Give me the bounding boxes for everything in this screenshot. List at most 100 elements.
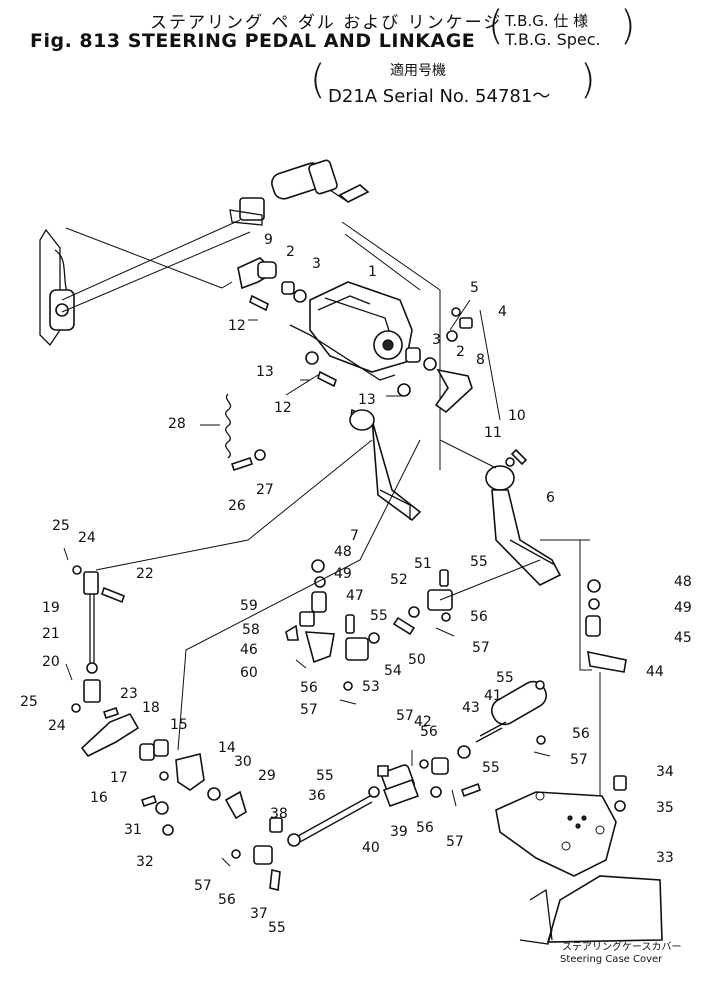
callout: 30: [234, 754, 252, 770]
callout: 29: [258, 768, 276, 784]
callout: 56: [420, 724, 438, 740]
callout: 48: [674, 574, 692, 590]
callout: 34: [656, 764, 674, 780]
callout: 25: [20, 694, 38, 710]
callout: 49: [674, 600, 692, 616]
callout: 27: [256, 482, 274, 498]
callout: 40: [362, 840, 380, 856]
callout: 54: [384, 663, 402, 679]
callout: 19: [42, 600, 60, 616]
callout: 21: [42, 626, 60, 642]
callout: 46: [240, 642, 258, 658]
callout: 57: [472, 640, 490, 656]
callout: 32: [136, 854, 154, 870]
callout: 39: [390, 824, 408, 840]
callout: 13: [256, 364, 274, 380]
pedal-housing: [289, 221, 441, 470]
callout: 51: [414, 556, 432, 572]
callout: 1: [368, 264, 377, 280]
upper-linkage-assembly: [39, 159, 370, 347]
left-rod-assembly: [63, 547, 247, 836]
callout: 44: [646, 664, 664, 680]
callout: 4: [498, 304, 507, 320]
callout: 10: [508, 408, 526, 424]
right-bracket-assembly: [495, 540, 627, 877]
callout: 23: [120, 686, 138, 702]
callout: 22: [136, 566, 154, 582]
callout: 12: [274, 400, 292, 416]
callout: 52: [390, 572, 408, 588]
spec-label: T.B.G. Spec.: [505, 30, 601, 49]
callout: 37: [250, 906, 268, 922]
callout: 55: [482, 760, 500, 776]
callout: 41: [484, 688, 502, 704]
callout: 43: [462, 700, 480, 716]
callout-labels: 1 2 3 9 5 4 12 13 3 2 8 13 12 28 10 11 2…: [20, 232, 692, 965]
serial-label-japanese: 適用号機: [390, 63, 446, 79]
callout: 53: [362, 679, 380, 695]
return-spring: [225, 393, 266, 472]
callout: 15: [170, 717, 188, 733]
callout: 13: [358, 392, 376, 408]
callout: 9: [264, 232, 273, 248]
callout: 25: [52, 518, 70, 534]
bolt-10-11: [505, 448, 528, 467]
title-japanese: ステアリング ペ ダル および リンケージ: [150, 13, 503, 33]
callout: 47: [346, 588, 364, 604]
callout: 20: [42, 654, 60, 670]
callout: 56: [218, 892, 236, 908]
callout: 55: [316, 768, 334, 784]
cover-caption: Steering Case Cover: [560, 954, 663, 965]
callout: 57: [570, 752, 588, 768]
callout: 60: [240, 665, 258, 681]
callout: 28: [168, 416, 186, 432]
upper-small-parts: [237, 257, 473, 414]
callout: 7: [350, 528, 359, 544]
callout: 48: [334, 544, 352, 560]
spec-label-japanese: T.B.G. 仕 様: [505, 12, 589, 30]
callout: 2: [456, 344, 465, 360]
callout: 3: [312, 256, 321, 272]
callout: 56: [470, 609, 488, 625]
callout: 3: [432, 332, 441, 348]
callout: 56: [572, 726, 590, 742]
callout: 57: [446, 834, 464, 850]
hydraulic-cylinder: [419, 680, 551, 798]
callout: 38: [270, 806, 288, 822]
callout: 49: [334, 566, 352, 582]
callout: 2: [286, 244, 295, 260]
callout: 26: [228, 498, 246, 514]
spec-close-paren: ): [620, 3, 636, 49]
callout: 50: [408, 652, 426, 668]
callout: 56: [300, 680, 318, 696]
callout: 24: [48, 718, 66, 734]
callout: 55: [470, 554, 488, 570]
callout: 11: [484, 425, 502, 441]
callout: 56: [416, 820, 434, 836]
middle-linkage-cluster: [285, 559, 455, 705]
callout: 18: [142, 700, 160, 716]
callout: 55: [370, 608, 388, 624]
callout: 36: [308, 788, 326, 804]
serial-close-paren: ): [580, 57, 596, 103]
callout: 8: [476, 352, 485, 368]
lower-linkage-cluster: [221, 750, 457, 891]
cover-caption-japanese: ステアリングケースカバー: [562, 940, 682, 953]
callout: 12: [228, 318, 246, 334]
callout: 35: [656, 800, 674, 816]
callout: 33: [656, 850, 674, 866]
callout: 31: [124, 822, 142, 838]
figure-title: Fig. 813 STEERING PEDAL AND LINKAGE: [30, 30, 476, 52]
callout: 57: [300, 702, 318, 718]
serial-number-label: D21A Serial No. 54781～: [328, 86, 551, 107]
callout: 17: [110, 770, 128, 786]
serial-open-paren: (: [310, 57, 326, 103]
spec-open-paren: (: [488, 3, 504, 49]
callout: 5: [470, 280, 479, 296]
callout: 42: [414, 714, 432, 730]
callout: 55: [496, 670, 514, 686]
callout: 45: [674, 630, 692, 646]
callout: 57: [396, 708, 414, 724]
pedal-arm-right: [485, 465, 562, 586]
